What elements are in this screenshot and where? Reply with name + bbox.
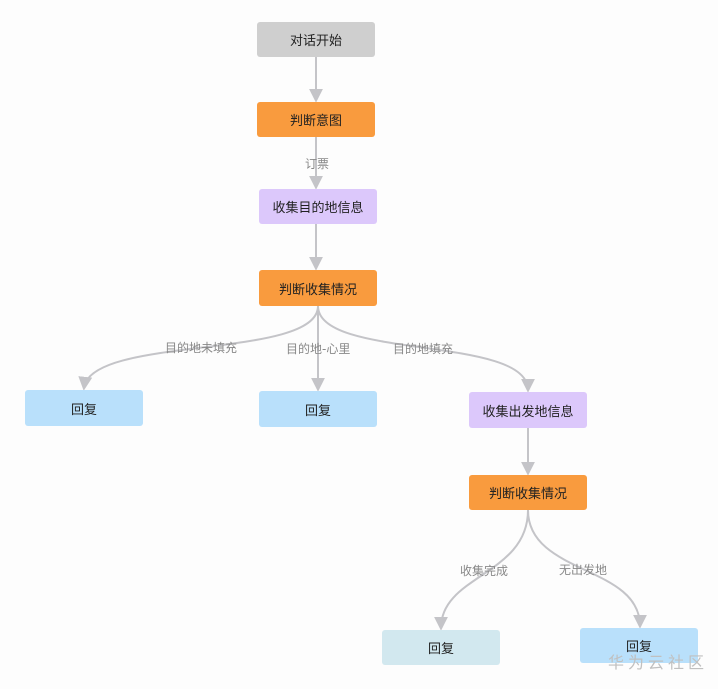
edge-judge2-to-reply-no-origin	[527, 509, 647, 629]
edge-judge1-to-collect-origin	[317, 305, 535, 393]
node-collect-origin[interactable]: 收集出发地信息	[469, 392, 587, 428]
node-judge-collection-1[interactable]: 判断收集情况	[259, 270, 377, 306]
edge-label-collect-done: 收集完成	[460, 564, 509, 578]
edge-label-dest-unfilled: 目的地未填充	[165, 341, 238, 355]
node-reply-done[interactable]: 回复	[382, 630, 500, 665]
edge-label-dest-filled: 目的地填充	[393, 342, 454, 356]
edge-label-no-origin: 无出发地	[559, 563, 608, 577]
node-intent[interactable]: 判断意图	[257, 102, 375, 137]
watermark: 华为云社区	[607, 653, 708, 672]
node-collect-destination[interactable]: 收集目的地信息	[259, 189, 377, 224]
node-judge-collection-2[interactable]: 判断收集情况	[469, 475, 587, 510]
edge-judge2-to-reply-done	[434, 509, 529, 631]
edge-judge1-to-reply-left	[78, 305, 319, 391]
edge-label-dest-xinli: 目的地-心里	[286, 342, 351, 356]
node-reply-no-origin[interactable]: 回复	[580, 628, 698, 663]
node-reply-middle[interactable]: 回复	[259, 391, 377, 427]
edge-label-book: 订票	[305, 157, 330, 171]
node-start[interactable]: 对话开始	[257, 22, 375, 57]
node-reply-left[interactable]: 回复	[25, 390, 143, 426]
